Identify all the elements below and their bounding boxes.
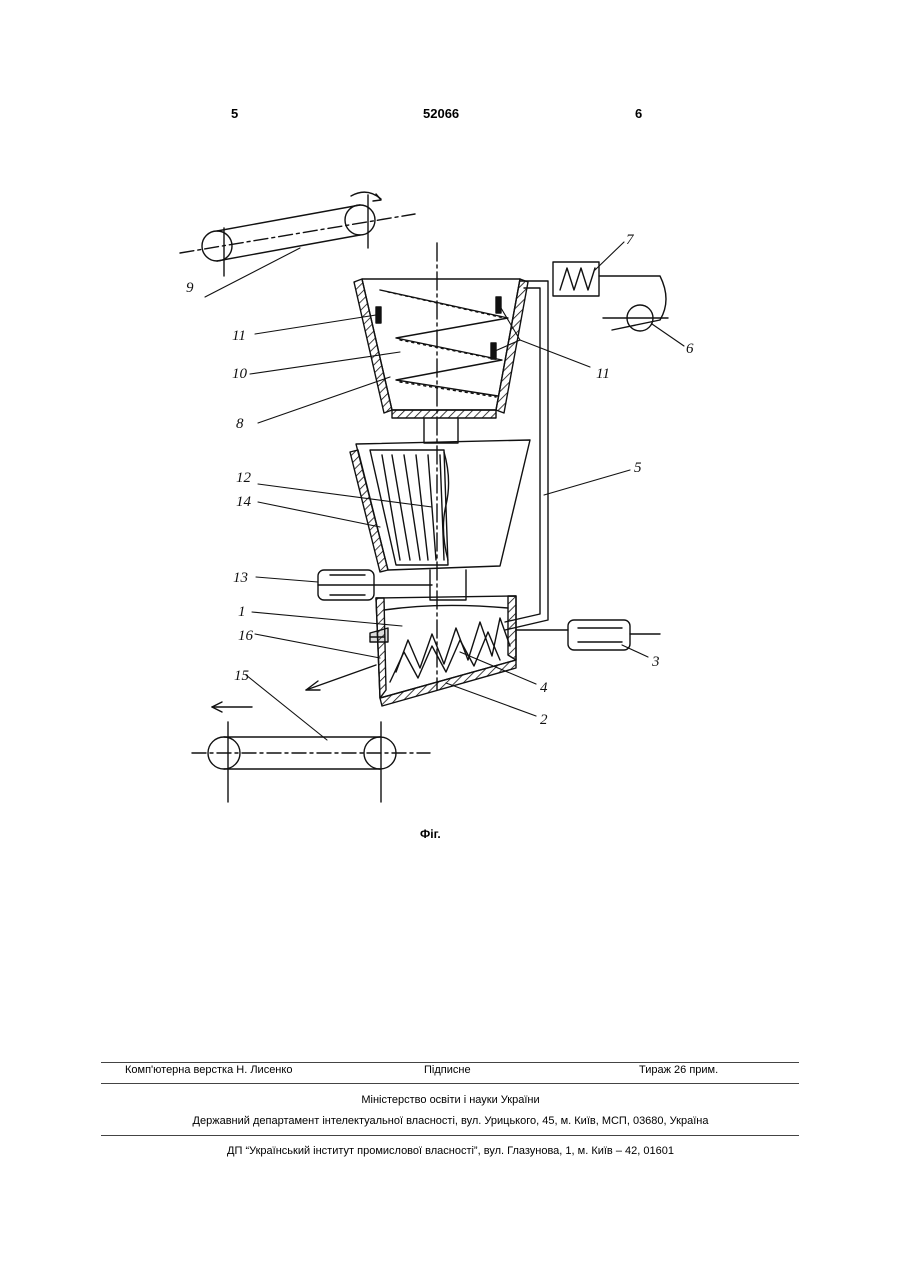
- label-8: 8: [236, 416, 244, 432]
- figure-caption: Фіг.: [420, 827, 441, 841]
- label-12: 12: [236, 470, 252, 486]
- footer-ministry: Міністерство освіти і науки України: [0, 1094, 901, 1106]
- label-3: 3: [651, 654, 660, 670]
- footer-print-run: Тираж 26 прим.: [639, 1064, 718, 1076]
- label-10: 10: [232, 366, 248, 382]
- label-16: 16: [238, 628, 254, 644]
- label-5: 5: [634, 460, 642, 476]
- label-1: 1: [238, 604, 246, 620]
- footer-rule-middle: [101, 1083, 799, 1084]
- footer-rule-top: [101, 1062, 799, 1063]
- lower-vessel: [306, 596, 516, 706]
- label-11-right: 11: [596, 366, 610, 382]
- label-9: 9: [186, 280, 194, 296]
- motor-13: [318, 570, 466, 600]
- footer-department: Державний департамент інтелектуальної вл…: [0, 1115, 901, 1127]
- footer-rule-bottom: [101, 1135, 799, 1136]
- label-14: 14: [236, 494, 252, 510]
- bottom-conveyor: [192, 702, 430, 802]
- air-duct: [505, 262, 668, 630]
- label-7: 7: [626, 232, 635, 248]
- rotor-housing: [350, 440, 530, 572]
- footer-institute: ДП “Український інститут промислової вла…: [0, 1145, 901, 1157]
- top-conveyor: [180, 192, 415, 276]
- footer-layout-credit: Комп'ютерна верстка Н. Лисенко: [125, 1064, 292, 1076]
- motor-3: [516, 620, 660, 650]
- footer-signed: Підписне: [424, 1064, 471, 1076]
- label-2: 2: [540, 712, 548, 728]
- feed-hopper: [354, 279, 528, 443]
- label-11-left: 11: [232, 328, 246, 344]
- technical-drawing: 9 11 10 8 11 7 6 12 14 5 13 1 16 3 4 2 1…: [0, 0, 901, 900]
- label-6: 6: [686, 341, 694, 357]
- label-13: 13: [233, 570, 248, 586]
- label-15: 15: [234, 668, 250, 684]
- label-4: 4: [540, 680, 548, 696]
